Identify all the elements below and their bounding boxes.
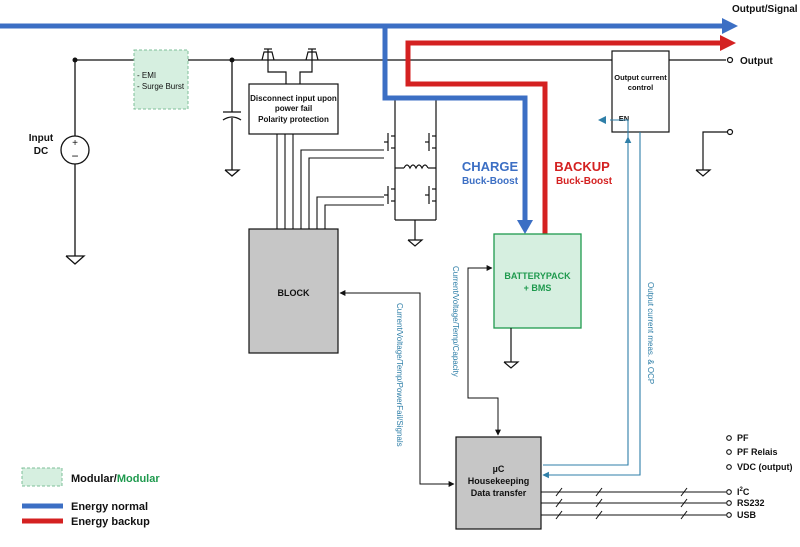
disconnect-label-3: Polarity protection bbox=[258, 115, 329, 124]
usb-label: USB bbox=[737, 510, 757, 520]
energy-normal-path bbox=[0, 18, 738, 234]
battery-signal-label: Current/Voltage/Temp/Capacity bbox=[451, 266, 460, 377]
junction-dot bbox=[72, 57, 78, 63]
input-label: Input bbox=[29, 133, 54, 144]
emi-label: - EMI bbox=[137, 71, 156, 80]
disconnect-label-2: power fail bbox=[275, 104, 312, 113]
block bbox=[248, 228, 339, 354]
vdc-output-label: VDC (output) bbox=[737, 462, 792, 472]
output-terminal bbox=[726, 56, 734, 64]
battery-signal-line bbox=[467, 265, 501, 436]
input-dc-source: + − bbox=[60, 135, 90, 165]
block-signal-label: Current/Voltage/Temp/PowerFail/Signals bbox=[395, 303, 404, 447]
output-meas-line bbox=[542, 132, 641, 479]
backup-label: BACKUP bbox=[554, 159, 610, 174]
bms-label: + BMS bbox=[524, 283, 552, 293]
svg-text:−: − bbox=[71, 149, 78, 163]
signal-terminals bbox=[726, 435, 732, 518]
i2c-label: I2C bbox=[737, 487, 750, 497]
pf-relais-label: PF Relais bbox=[737, 447, 778, 457]
data-transfer-label: Data transfer bbox=[471, 488, 527, 498]
battery-pack bbox=[493, 233, 582, 329]
legend-modular-swatch bbox=[21, 467, 63, 487]
buck-boost-bridge bbox=[384, 98, 437, 247]
housekeeping-label: Housekeeping bbox=[468, 476, 530, 486]
rs232-label: RS232 bbox=[737, 498, 765, 508]
disconnect-block bbox=[248, 83, 339, 135]
output-current-control bbox=[611, 50, 670, 133]
input-capacitor bbox=[222, 60, 242, 177]
junction-dot bbox=[229, 57, 235, 63]
surge-label: - Surge Burst bbox=[137, 82, 185, 91]
legend-energy-normal-label: Energy normal bbox=[71, 501, 148, 513]
charge-sub-label: Buck-Boost bbox=[462, 176, 519, 187]
energy-backup-path bbox=[405, 35, 736, 234]
ocontrol-label-1: Output current bbox=[614, 73, 667, 82]
output-ground bbox=[695, 131, 727, 177]
block-signal-line bbox=[339, 290, 455, 487]
uc-label: µC bbox=[493, 464, 505, 474]
control-wires bbox=[276, 134, 384, 229]
backup-sub-label: Buck-Boost bbox=[556, 176, 613, 187]
en-control-line bbox=[543, 119, 632, 466]
input-mosfets bbox=[261, 48, 319, 84]
en-label: EN bbox=[619, 114, 629, 123]
ground-terminal bbox=[726, 128, 734, 136]
microcontroller bbox=[455, 436, 542, 530]
output-label: Output bbox=[740, 56, 773, 67]
legend: Modular/Modular Energy normal Energy bac… bbox=[21, 467, 160, 528]
legend-modular-label: Modular/Modular bbox=[71, 473, 160, 485]
output-signal-label: Output/Signal bbox=[732, 4, 798, 15]
uc-output-lines bbox=[541, 487, 726, 520]
disconnect-label-1: Disconnect input upon bbox=[250, 94, 337, 103]
output-meas-label: Output current meas. & OCP bbox=[646, 282, 655, 384]
legend-energy-backup-label: Energy backup bbox=[71, 516, 150, 528]
block-label: BLOCK bbox=[278, 288, 310, 298]
pf-label: PF bbox=[737, 433, 749, 443]
ocontrol-label-2: control bbox=[628, 83, 653, 92]
input-label-dc: DC bbox=[34, 146, 48, 157]
battery-label: BATTERYPACK bbox=[504, 271, 571, 281]
emi-module bbox=[133, 49, 189, 110]
svg-text:+: + bbox=[72, 138, 78, 149]
battery-ground bbox=[503, 328, 520, 369]
charge-label: CHARGE bbox=[462, 159, 519, 174]
en-arrow bbox=[598, 116, 606, 124]
